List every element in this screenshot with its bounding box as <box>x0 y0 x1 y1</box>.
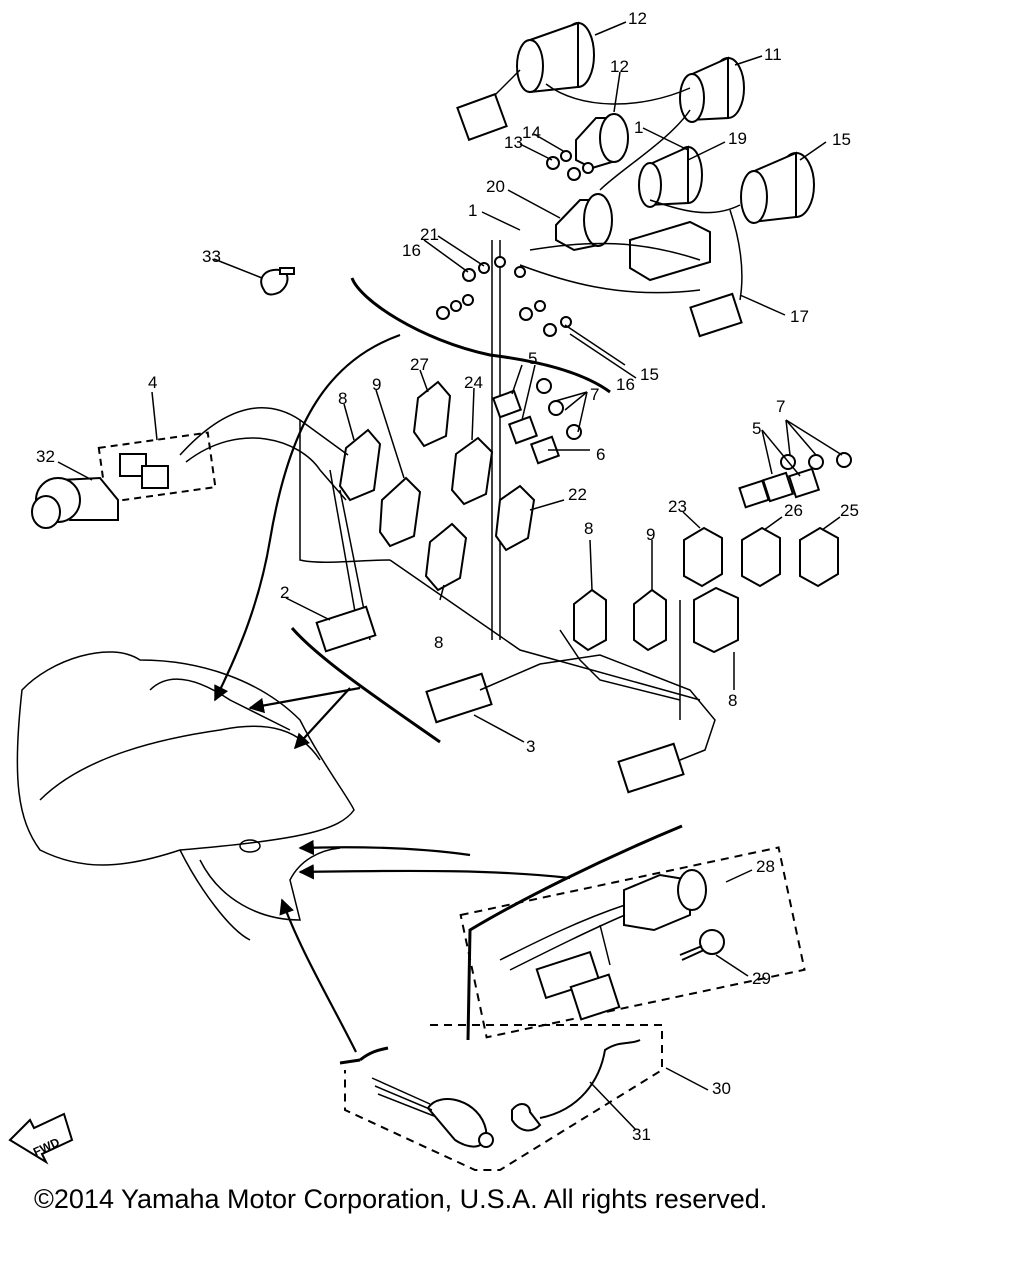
callout-13: 14 <box>522 123 541 142</box>
callout-8a: 8 <box>338 389 347 408</box>
callout-1b: 1 <box>468 201 477 220</box>
callout-30: 30 <box>712 1079 731 1098</box>
leader-arrows <box>214 333 571 1053</box>
connector-gauge-14 <box>689 292 743 338</box>
stop-switch-wires <box>371 1077 435 1117</box>
callout-11: 12 <box>610 57 629 76</box>
key-switch-28 <box>459 846 806 1039</box>
connector-right <box>617 742 685 794</box>
callout-labels: 12 11 12 14 13 1 19 15 20 1 21 16 33 17 … <box>36 9 859 1144</box>
connector-gauge-18 <box>456 92 508 142</box>
gauge-18 <box>516 21 595 94</box>
panel-brackets <box>290 277 683 1065</box>
callout-6: 6 <box>596 445 605 464</box>
bracket-11 <box>575 113 629 170</box>
callout-2: 2 <box>280 583 289 602</box>
callout-20: 20 <box>486 177 505 196</box>
callout-33: 33 <box>202 247 221 266</box>
switches-right <box>573 452 852 654</box>
callout-8c: 8 <box>434 633 443 652</box>
callout-16a: 16 <box>402 241 421 260</box>
gauge-14 <box>740 151 815 224</box>
callout-25: 25 <box>840 501 859 520</box>
gauge-harness <box>489 69 743 640</box>
callout-12: 13 <box>504 133 523 152</box>
callout-14: 15 <box>832 130 851 149</box>
callout-1a: 1 <box>634 118 643 137</box>
key-harness <box>499 904 626 971</box>
bracket-20 <box>555 193 613 252</box>
copyright-notice: ©2014 Yamaha Motor Corporation, U.S.A. A… <box>34 1184 768 1214</box>
callout-27: 27 <box>410 355 429 374</box>
callout-9b: 9 <box>646 525 655 544</box>
stop-switch-30 <box>344 1024 663 1171</box>
callout-29: 29 <box>752 969 771 988</box>
callout-5a: 5 <box>528 349 537 368</box>
watercraft-hull <box>16 651 355 941</box>
callout-7b: 7 <box>776 397 785 416</box>
socket-32 <box>31 476 119 529</box>
callout-31: 31 <box>632 1125 651 1144</box>
callout-leaders <box>57 21 843 1131</box>
connector-3 <box>425 672 493 724</box>
callout-24: 24 <box>464 373 483 392</box>
callout-21: 21 <box>420 225 439 244</box>
harness-lower <box>479 600 716 761</box>
callout-17: 17 <box>790 307 809 326</box>
callout-18: 12 <box>628 9 647 28</box>
callout-9a: 9 <box>372 375 381 394</box>
callout-26: 26 <box>784 501 803 520</box>
callout-4: 4 <box>148 373 157 392</box>
callout-15: 15 <box>640 365 659 384</box>
switches-upper <box>338 378 582 592</box>
callout-32: 32 <box>36 447 55 466</box>
gauge-10 <box>679 56 745 123</box>
callout-22: 22 <box>568 485 587 504</box>
callout-7a: 7 <box>590 385 599 404</box>
callout-28: 28 <box>756 857 775 876</box>
nuts-washers <box>436 150 594 337</box>
callout-8d: 8 <box>728 691 737 710</box>
connector-group-4 <box>97 431 217 504</box>
callout-10: 11 <box>764 45 782 64</box>
callout-3: 3 <box>526 737 535 756</box>
clip-33 <box>260 267 295 296</box>
callout-19: 19 <box>728 129 747 148</box>
gauge-19 <box>638 145 703 208</box>
callout-16b: 16 <box>616 375 635 394</box>
connector-2 <box>315 605 377 653</box>
callout-23: 23 <box>668 497 687 516</box>
callout-8b: 8 <box>584 519 593 538</box>
callout-5b: 5 <box>752 419 761 438</box>
key-29 <box>679 929 725 961</box>
fwd-arrow-icon: FWD <box>8 1112 74 1165</box>
